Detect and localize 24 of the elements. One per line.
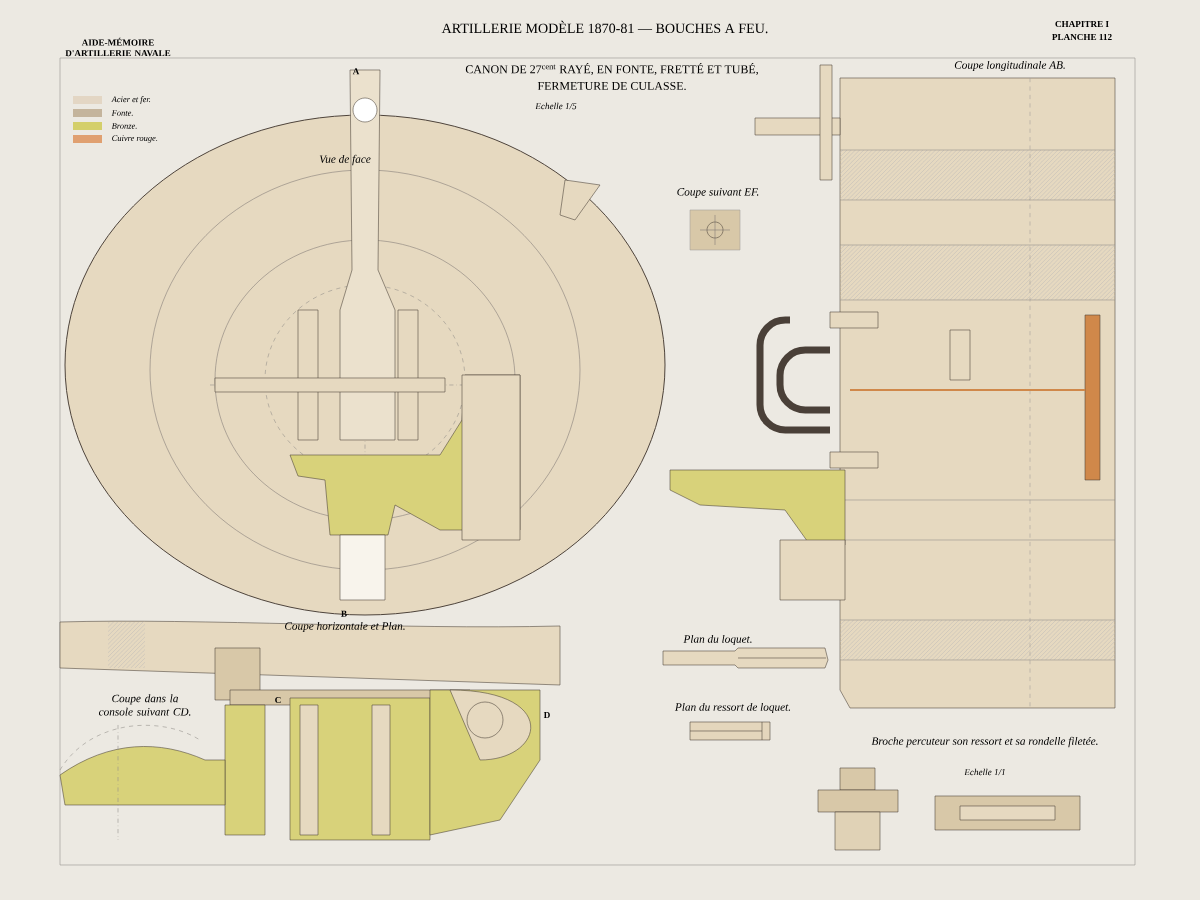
- plate-number: PLANCHE 112: [1052, 33, 1112, 41]
- section-letter: D: [543, 712, 550, 718]
- section-letter: C: [275, 696, 281, 704]
- scale-note: Echelle 1/1: [964, 768, 1005, 776]
- view-title: Coupe horizontale et Plan.: [285, 621, 405, 633]
- chapter-label: CHAPITRE I: [1055, 20, 1109, 28]
- legend-label: Acier et fer.: [111, 96, 151, 104]
- legend-label: Bronze.: [111, 123, 137, 129]
- legend-label: Cuivre rouge.: [112, 135, 158, 143]
- view-title: Coupe suivant EF.: [677, 188, 759, 198]
- view-title: Coupe longitudinale AB.: [954, 60, 1065, 72]
- drawing-title: FERMETURE DE CULASSE.: [537, 81, 686, 91]
- legend-label: Fonte.: [111, 110, 133, 116]
- scale-note: Echelle 1/5: [535, 102, 577, 110]
- drawing-title: CANON DE 27$^{cent}$ RAYÉ, EN FONTE, FRETTÉ ET TUBÉ,: [465, 62, 758, 76]
- view-title: Vue de face: [319, 154, 371, 166]
- view-title: Coupe dans la console suivant CD.: [98, 694, 191, 716]
- section-letter: B: [341, 610, 347, 617]
- view-title: Plan du loquet.: [683, 634, 752, 646]
- view-title: Plan du ressort de loquet.: [674, 702, 791, 714]
- header-text: AIDE-MÉMOIRE D'ARTILLERIE NAVALE: [65, 37, 171, 57]
- page-title: ARTILLERIE MODÈLE 1870-81 — BOUCHES A FEU.: [441, 20, 768, 34]
- view-title: Broche percuteur son ressort et sa rondelle filetée.: [871, 736, 1098, 748]
- section-letter: A: [352, 68, 360, 75]
